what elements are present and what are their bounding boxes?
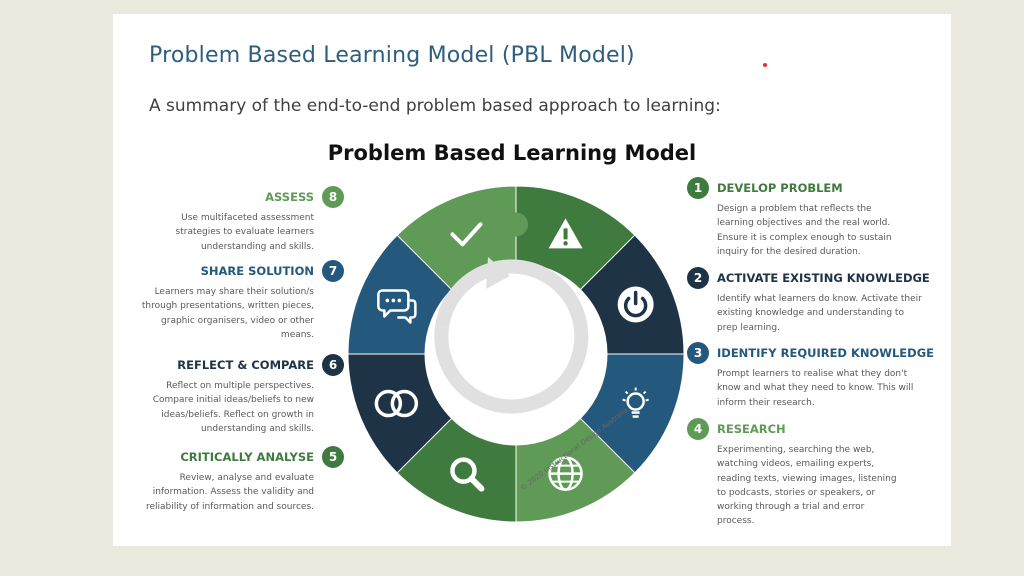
cycle-arrow (434, 257, 589, 414)
step-2: 2 ACTIVATE EXISTING KNOWLEDGE Identify wh… (687, 267, 930, 335)
diagram-title: Problem Based Learning Model (327, 141, 697, 165)
step-5-title: CRITICALLY ANALYSE (180, 450, 314, 464)
step-6-description: Reflect on multiple perspectives. Compar… (152, 381, 314, 434)
step-3: 3 IDENTIFY REQUIRED KNOWLEDGE Prompt lear… (687, 342, 934, 410)
step-4: 4 RESEARCH Experimenting, searching the w… (687, 418, 897, 529)
step-2-number: 2 (687, 267, 709, 289)
chat-icon (377, 289, 417, 324)
step-7-title: SHARE SOLUTION (200, 264, 314, 278)
globe-icon (548, 456, 583, 491)
step-8-description: Use multifaceted assessment strategies t… (175, 213, 314, 252)
step-3-title: IDENTIFY REQUIRED KNOWLEDGE (717, 346, 935, 360)
check-icon (450, 222, 483, 247)
step-1: 1 DEVELOP PROBLEM Design a problem that r… (687, 177, 897, 259)
cycle-segments (347, 185, 685, 523)
step-1-title: DEVELOP PROBLEM (717, 181, 843, 195)
red-dot (763, 63, 767, 67)
step-7: SHARE SOLUTION 7 Learners may share their… (134, 260, 344, 342)
step-6: REFLECT & COMPARE 6 Reflect on multiple p… (134, 354, 344, 436)
step-3-number: 3 (687, 342, 709, 364)
step-8: ASSESS 8 Use multifaceted assessment stra… (134, 186, 344, 254)
step-2-description: Identify what learners do know. Activate… (717, 294, 922, 333)
step-7-number: 7 (322, 260, 344, 282)
page-subtitle: A summary of the end-to-end problem base… (149, 96, 721, 116)
puzzle-knob-8 (504, 212, 528, 237)
step-5: CRITICALLY ANALYSE 5 Review, analyse and … (134, 446, 344, 514)
step-5-description: Review, analyse and evaluate information… (145, 473, 314, 512)
warning-icon (548, 218, 583, 249)
step-8-number: 8 (322, 186, 344, 208)
step-4-title: RESEARCH (717, 422, 786, 436)
step-7-description: Learners may share their solution/s thro… (141, 287, 314, 340)
step-6-title: REFLECT & COMPARE (177, 358, 314, 372)
step-6-number: 6 (322, 354, 344, 376)
step-3-description: Prompt learners to realise what they don… (717, 369, 914, 408)
step-1-number: 1 (687, 177, 709, 199)
power-icon (617, 286, 654, 323)
step-1-description: Design a problem that reflects the learn… (717, 204, 892, 257)
step-8-title: ASSESS (265, 190, 314, 204)
step-4-number: 4 (687, 418, 709, 440)
page-title: Problem Based Learning Model (PBL Model) (149, 43, 635, 68)
cycle-icons (374, 218, 654, 492)
step-5-number: 5 (322, 446, 344, 468)
rings-icon (374, 389, 419, 418)
lightbulb-icon (622, 387, 649, 418)
step-4-description: Experimenting, searching the web, watchi… (717, 445, 897, 527)
step-2-title: ACTIVATE EXISTING KNOWLEDGE (717, 271, 930, 285)
search-icon (450, 457, 485, 492)
